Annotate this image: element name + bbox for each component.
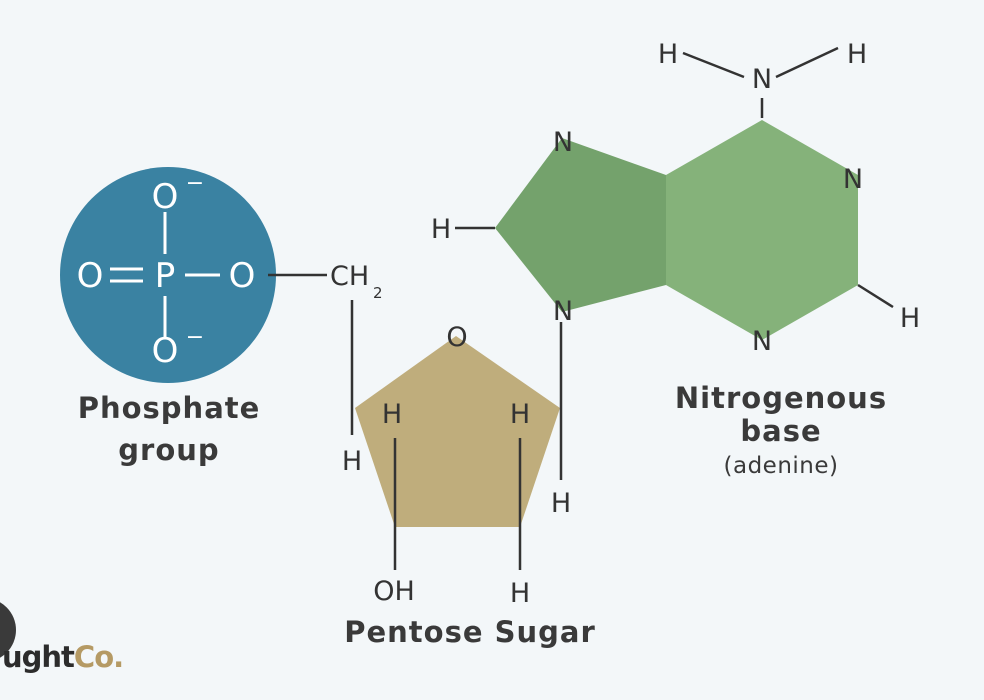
phosphate-o-bottom-charge: − — [186, 325, 204, 350]
phosphate-label-line1: Phosphate — [78, 391, 261, 425]
sugar-h-left-outer: H — [342, 446, 362, 477]
ch2-label: CH — [330, 261, 369, 292]
sugar-label: Pentose Sugar — [344, 615, 596, 649]
sugar-h-left-inner: H — [382, 399, 402, 430]
sugar-h-right-inner: H — [510, 399, 530, 430]
phosphate-o-right: O — [229, 256, 256, 296]
phosphate-o-top: O — [152, 177, 179, 217]
base-n-amine: N — [752, 64, 772, 95]
phosphate-o-top-charge: − — [186, 171, 204, 196]
sugar-ring-o: O — [446, 322, 467, 353]
pentose-sugar: O H H H OH H H Pentose Sugar — [342, 322, 596, 649]
base-n-top-pentagon: N — [553, 127, 573, 158]
base-h-right: H — [900, 303, 920, 334]
sugar-pentagon — [355, 336, 560, 527]
base-label-line2: base — [740, 414, 821, 448]
base-hexagon — [666, 120, 858, 340]
base-pentagon — [495, 138, 666, 312]
nitrogenous-base: N H H N H N N H N Nitrogenous base (aden… — [431, 39, 920, 479]
base-n-bottom-pentagon: N — [553, 296, 573, 327]
base-label-line1: Nitrogenous — [675, 381, 887, 415]
base-label-line3: (adenine) — [724, 453, 839, 479]
logo-text: ught — [2, 640, 75, 674]
phosphate-o-left: O — [77, 256, 104, 296]
sugar-oh: OH — [373, 576, 415, 607]
phosphate-circle — [60, 167, 276, 383]
phosphate-group: O − O P O O − Phosphate group — [60, 167, 276, 467]
phosphate-label-line2: group — [118, 433, 219, 467]
logo-accent-text: Co. — [73, 640, 124, 674]
base-h-left: H — [431, 214, 451, 245]
ch2-linker: CH 2 — [268, 261, 383, 435]
sugar-h-bottom: H — [510, 578, 530, 609]
sugar-h-right-outer: H — [551, 488, 571, 519]
brand-logo: ughtCo. — [2, 640, 124, 674]
base-n-right-hexagon: N — [843, 164, 863, 195]
base-h-amine-left: H — [658, 39, 678, 70]
phosphate-o-bottom: O — [152, 331, 179, 371]
base-n-bottom-hexagon: N — [752, 326, 772, 357]
base-h-amine-right: H — [847, 39, 867, 70]
ch2-subscript: 2 — [373, 284, 383, 302]
phosphate-p: P — [155, 256, 176, 296]
